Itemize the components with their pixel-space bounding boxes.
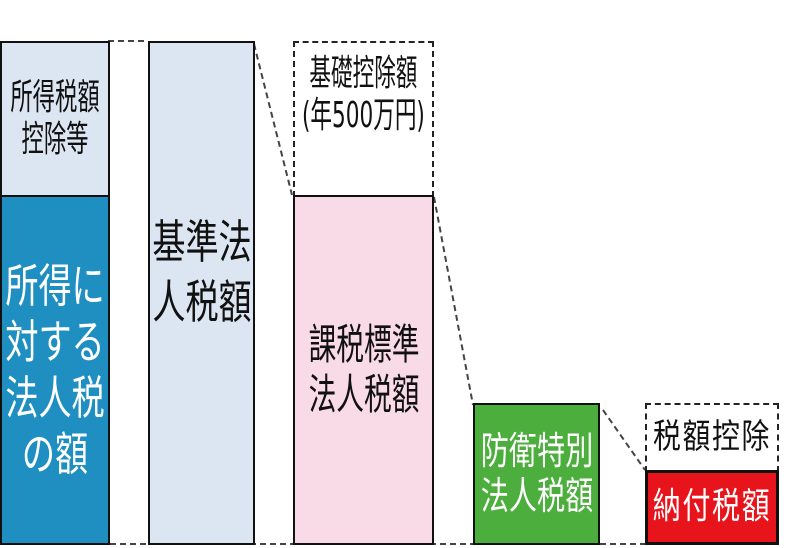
taxable-standard-box: 課税標準 法人税額: [293, 195, 434, 545]
base-corporate-tax-box: 基準法 人税額: [148, 41, 255, 545]
tax-credit-label: 税額控除: [652, 417, 772, 458]
base-corporate-tax-label: 基準法 人税額: [151, 215, 252, 329]
defense-special-tax-label: 防衛特別 法人税額: [480, 429, 593, 518]
tax-credit-box: 税額控除: [645, 403, 779, 472]
taxable-standard-label: 課税標準 法人税額: [308, 320, 419, 419]
payable-tax-label: 納付税額: [652, 486, 772, 528]
income-tax-credit-label: 所得税額 控除等: [10, 76, 100, 160]
connector-diagonal-2: [433, 196, 474, 406]
connector-diagonal-3: [602, 409, 646, 471]
basic-deduction-label: 基礎控除額 (年500万円): [302, 53, 425, 137]
payable-tax-box: 納付税額: [645, 470, 779, 545]
defense-special-tax-box: 防衛特別 法人税額: [473, 403, 600, 545]
corporate-tax-on-income-label: 所得に 対する 法人税 の額: [5, 258, 105, 482]
corporate-tax-on-income-box: 所得に 対する 法人税 の額: [0, 195, 110, 545]
basic-deduction-box: 基礎控除額 (年500万円): [293, 41, 434, 197]
income-tax-credit-box: 所得税額 控除等: [0, 41, 110, 197]
connector-diagonal-1: [253, 43, 293, 196]
